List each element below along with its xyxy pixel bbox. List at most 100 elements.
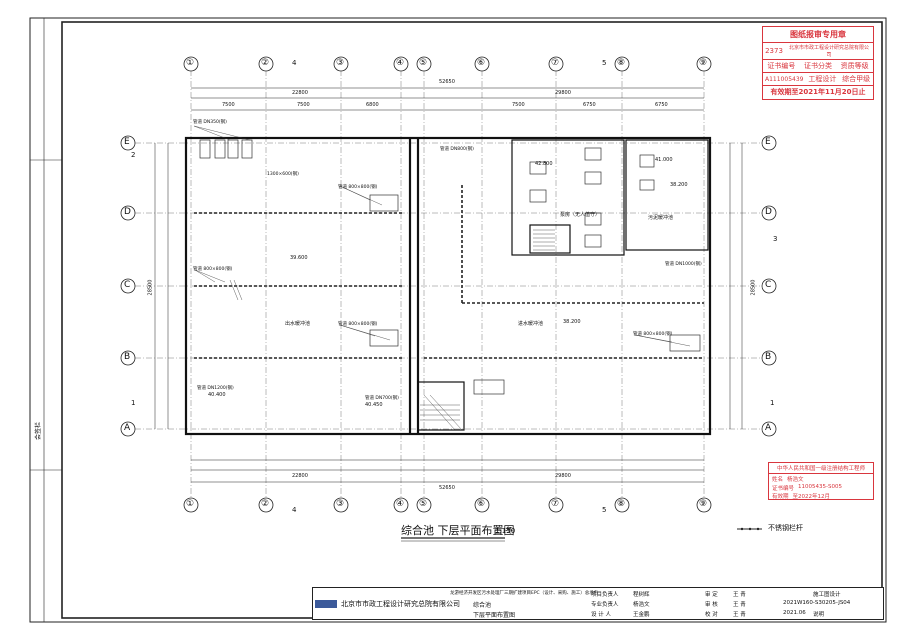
check-label: 校 对 — [705, 612, 718, 618]
title-block: 北京市市政工程设计研究总院有限公司 龙游经济开发区污水处理厂三期扩建项目EPC（… — [312, 587, 884, 620]
axis-label-3-bottom: ③ — [336, 499, 345, 509]
elevation-label: 41.000 — [655, 157, 673, 163]
legend-railing-label: 不锈钢栏杆 — [768, 524, 803, 532]
axis-label-c-left: C — [124, 280, 131, 290]
pipe-label: 管道 DN350(钢) — [193, 120, 227, 125]
dim-left-group-top: 22800 — [292, 90, 308, 96]
pipe-label: 管道 800×800(钢) — [193, 267, 233, 272]
review-stamp-cert-cat: 工程设计 — [808, 75, 837, 83]
elevation-label: 39.600 — [290, 255, 308, 261]
axis-label-5-top: ⑤ — [419, 58, 428, 68]
review-stamp-org-name: 北京市市政工程设计研究总院有限公司 — [788, 45, 869, 58]
engineer-stamp-no: 11005435-S005 — [798, 484, 842, 490]
room-label-outlet-pool: 出水暖冲池 — [285, 321, 311, 327]
engineer-stamp-valid: 至2022年12月 — [792, 494, 831, 500]
axis-label-1-bottom: ① — [186, 499, 195, 509]
pipe-label: 管道 800×800(钢) — [338, 322, 378, 327]
dim-left-group-bottom: 22800 — [292, 473, 308, 479]
section-mark-2-left: 2 — [131, 151, 136, 159]
company-logo — [315, 600, 337, 608]
drawing-date: 2021.06 — [783, 610, 806, 616]
engineer-stamp-name: 杨浩文 — [787, 477, 804, 483]
pipe-label: 管道 800×800(钢) — [633, 332, 673, 337]
countersign-label: 会签栏 — [35, 421, 43, 441]
check-label: 审 定 — [705, 592, 718, 598]
elevation-label: 38.200 — [670, 182, 688, 188]
company-name: 北京市市政工程设计研究总院有限公司 — [341, 600, 460, 608]
dim-span-6: 6750 — [655, 102, 668, 108]
review-stamp-cert-level: 综合甲级 — [842, 75, 871, 83]
review-stamp: 图纸报审专用章 2373 北京市市政工程设计研究总院有限公司 证书编号 证书分类… — [762, 26, 874, 100]
axis-label-c-right: C — [765, 280, 772, 290]
check-name: 王 青 — [733, 612, 746, 618]
dim-right-group-top: 29800 — [555, 90, 571, 96]
axis-label-2-bottom: ② — [261, 499, 270, 509]
axis-label-d-left: D — [124, 207, 131, 217]
dim-side-total-right: 28500 — [750, 279, 757, 296]
axis-label-e-right: E — [765, 137, 771, 147]
dim-span-1: 7500 — [222, 102, 235, 108]
drawing-version: 说明 — [813, 612, 825, 618]
axis-label-b-left: B — [124, 352, 131, 362]
review-stamp-cert-no: A111005439 — [765, 75, 804, 83]
axis-label-2-top: ② — [261, 58, 270, 68]
axis-label-3-top: ③ — [336, 58, 345, 68]
axis-label-5-bottom: ⑤ — [419, 499, 428, 509]
section-mark-1-right: 1 — [770, 399, 775, 407]
check-name: 王 青 — [733, 592, 746, 598]
drawing-scale: 1:150 — [495, 527, 516, 535]
axis-label-6-top: ⑥ — [477, 58, 486, 68]
review-stamp-cert-level-label: 资质等级 — [840, 62, 869, 70]
section-mark-5-bottom: 5 — [602, 506, 607, 514]
review-stamp-title: 图纸报审专用章 — [790, 30, 846, 39]
role-name: 王金鹏 — [633, 612, 650, 618]
axis-label-7-top: ⑦ — [551, 58, 560, 68]
pipe-label: 管道 DN1200(钢) — [197, 386, 234, 391]
room-label-inlet-pool: 进水暖冲池 — [518, 321, 544, 327]
role-label: 项目负责人 — [591, 592, 619, 598]
elevation-label: 40.400 — [208, 392, 226, 398]
section-mark-4-top: 4 — [292, 59, 297, 67]
role-name: 程树辉 — [633, 592, 650, 598]
pipe-label: 管道 DN800(钢) — [440, 147, 474, 152]
room-label-pump-room: 泵房（无人值守） — [560, 212, 601, 218]
design-stage: 施工图设计 — [813, 592, 841, 598]
engineer-stamp-title: 中华人民共和国一级注册结构工程师 — [769, 463, 873, 474]
axis-label-d-right: D — [765, 207, 772, 217]
pipe-label: 管道 DN1000(钢) — [665, 262, 702, 267]
elevation-label: 38.200 — [563, 319, 581, 325]
dim-side-total: 28500 — [147, 279, 154, 296]
elevation-label: 42.800 — [535, 161, 553, 167]
axis-label-9-top: ⑨ — [699, 58, 708, 68]
pipe-label: 管道 DN700(钢) — [365, 396, 399, 401]
engineer-stamp-valid-label: 有效期 — [772, 494, 789, 500]
room-label-sludge-pool: 污泥暖冲池 — [648, 215, 674, 221]
drawing-title: 综合池 下层平面布置图 — [401, 524, 515, 537]
axis-label-b-right: B — [765, 352, 772, 362]
section-mark-4-bottom: 4 — [292, 506, 297, 514]
role-label: 设 计 人 — [591, 612, 611, 618]
check-label: 审 核 — [705, 602, 718, 608]
dim-span-4: 7500 — [512, 102, 525, 108]
dim-span-3: 6800 — [366, 102, 379, 108]
engineer-stamp-name-label: 姓名 — [772, 477, 784, 483]
engineer-stamp-no-label: 证书编号 — [772, 486, 795, 492]
role-label: 专业负责人 — [591, 602, 619, 608]
engineer-stamp: 中华人民共和国一级注册结构工程师 姓名 杨浩文 证书编号 11005435-S0… — [768, 462, 874, 500]
drawing-number: 2021W160-S30205-JS04 — [783, 600, 851, 606]
axis-label-8-bottom: ⑧ — [617, 499, 626, 509]
axis-label-8-top: ⑧ — [617, 58, 626, 68]
review-stamp-valid: 有效期至2021年11月20日止 — [770, 88, 866, 96]
review-stamp-org-code: 2373 — [765, 47, 783, 55]
dim-span-2: 7500 — [297, 102, 310, 108]
axis-label-6-bottom: ⑥ — [477, 499, 486, 509]
elevation-label: 40.450 — [365, 402, 383, 408]
dim-right-group-bottom: 29800 — [555, 473, 571, 479]
dim-total-bottom: 52650 — [439, 485, 455, 491]
sheet-name: 下层平面布置图 — [473, 612, 516, 619]
axis-label-e-left: E — [124, 137, 130, 147]
axis-label-4-top: ④ — [396, 58, 405, 68]
axis-label-a-right: A — [765, 423, 772, 433]
